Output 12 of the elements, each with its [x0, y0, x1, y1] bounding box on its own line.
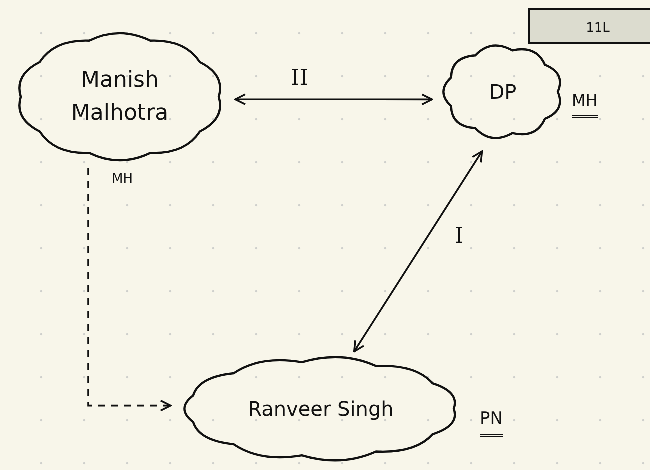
node-label: Manish Malhotra — [70, 67, 170, 128]
node-label: Ranveer Singh — [248, 396, 394, 423]
side-note: MH — [112, 173, 133, 188]
underlined-note: MH — [572, 92, 598, 118]
node-label: 11L — [586, 20, 610, 38]
double-headed-arrow — [234, 94, 434, 106]
arrow — [88, 168, 172, 412]
cloud-shape — [442, 44, 564, 140]
box-panel — [528, 8, 650, 44]
double-headed-arrow — [353, 150, 484, 353]
node-label: DP — [489, 79, 517, 106]
underlined-note: PN — [480, 410, 503, 437]
